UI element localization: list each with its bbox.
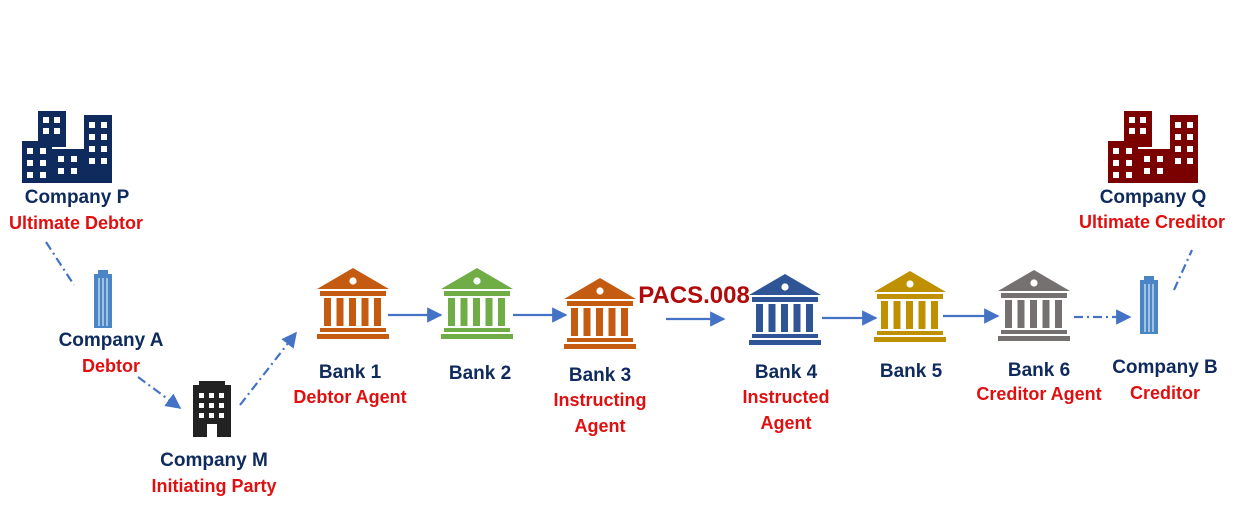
company-p-name: Company P [24,187,130,208]
connector-p-to-a [45,241,75,286]
bank-4-role-line1: Instructed [742,387,830,407]
bank-5-name: Bank 5 [879,361,943,382]
company-a-name: Company A [58,330,164,351]
company-b-role: Creditor [1129,383,1200,403]
company-p-city-icon [22,111,112,183]
connector-a-to-m [137,376,182,409]
bank-1-role: Debtor Agent [293,387,407,407]
connector-m-to-bank1 [239,331,297,406]
bank-3-role-line2: Agent [574,416,626,436]
bank-2-name: Bank 2 [448,363,512,384]
company-q-name: Company Q [1099,187,1207,208]
company-a-tower-icon [94,270,112,328]
bank-5-icon [874,271,946,342]
company-b-tower-icon [1140,276,1158,334]
bank-1-icon [317,268,389,339]
bank-3-role-line1: Instructing [553,390,647,410]
company-a-role: Debtor [82,356,140,376]
bank-3-name: Bank 3 [568,365,632,386]
bank-4-role-line2: Agent [760,413,812,433]
company-b-name: Company B [1112,357,1218,378]
bank-6-icon [998,270,1070,341]
company-p-role: Ultimate Debtor [8,213,143,233]
bank-1-name: Bank 1 [318,362,382,383]
bank-6-role: Creditor Agent [976,384,1102,404]
company-m-name: Company M [160,450,268,471]
company-q-city-icon [1108,111,1198,183]
connector-b-to-q [1172,249,1194,291]
bank-4-icon [749,274,821,345]
pacs008-message-label: PACS.008 [638,282,750,309]
bank-4-name: Bank 4 [754,362,818,383]
company-q-role: Ultimate Creditor [1078,212,1226,232]
bank-3-icon [564,278,636,349]
company-m-building-icon [193,381,231,437]
company-m-role: Initiating Party [151,476,277,496]
bank-2-icon [441,268,513,339]
bank-6-name: Bank 6 [1007,360,1071,381]
